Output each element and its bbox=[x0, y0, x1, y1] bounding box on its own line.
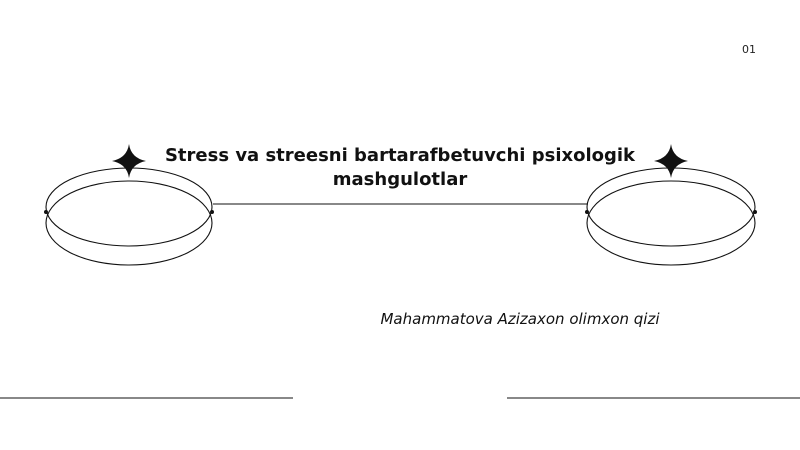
left-sparkle-icon bbox=[112, 144, 146, 178]
right-sparkle-icon bbox=[654, 144, 688, 178]
slide-title-line-2: mashgulotlar bbox=[332, 169, 468, 190]
page-number: 01 bbox=[742, 43, 756, 56]
author-name: Mahammatova Azizaxon olimxon qizi bbox=[380, 310, 660, 328]
slide-title: Stress va streesni bartarafbetuvchi psix… bbox=[160, 144, 640, 192]
slide-title-line-1: Stress va streesni bartarafbetuvchi psix… bbox=[164, 145, 636, 166]
